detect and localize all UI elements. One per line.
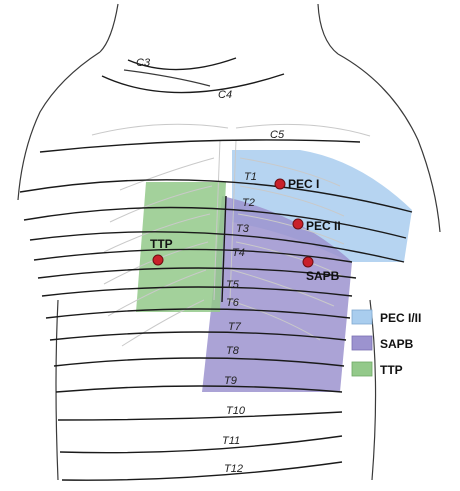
- dermatome-label-t9: T9: [224, 375, 237, 387]
- legend-label-ttp: TTP: [380, 363, 403, 377]
- dermatome-label-t3: T3: [236, 223, 250, 235]
- dermatome-label-c4: C4: [218, 89, 232, 101]
- dermatome-label-t7: T7: [228, 321, 242, 333]
- legend-swatch-ttp: [352, 362, 372, 376]
- dermatome-label-t1: T1: [244, 171, 257, 183]
- sapb-point: [303, 257, 313, 267]
- legend-swatch-pec: [352, 310, 372, 324]
- dermatome-label-t2: T2: [242, 197, 255, 209]
- dermatome-label-t10: T10: [226, 405, 246, 417]
- dermatome-label-t8: T8: [226, 345, 240, 357]
- dermatome-label-c3: C3: [136, 57, 151, 69]
- dermatome-label-t12: T12: [224, 463, 243, 475]
- legend-label-pec: PEC I/II: [380, 311, 421, 325]
- legend-label-sapb: SAPB: [380, 337, 414, 351]
- dermatome-label-t11: T11: [222, 435, 240, 447]
- pec2-label: PEC II: [306, 219, 341, 233]
- dermatome-label-c5: C5: [270, 129, 285, 141]
- dermatome-label-t6: T6: [226, 297, 240, 309]
- sapb-label: SAPB: [306, 269, 340, 283]
- ttp-label: TTP: [150, 237, 173, 251]
- pec1-label: PEC I: [288, 177, 319, 191]
- legend: PEC I/II SAPB TTP: [352, 310, 421, 377]
- ttp-point: [153, 255, 163, 265]
- pec1-point: [275, 179, 285, 189]
- dermatome-label-t5: T5: [226, 279, 240, 291]
- dermatome-label-t4: T4: [232, 247, 245, 259]
- pec2-point: [293, 219, 303, 229]
- legend-swatch-sapb: [352, 336, 372, 350]
